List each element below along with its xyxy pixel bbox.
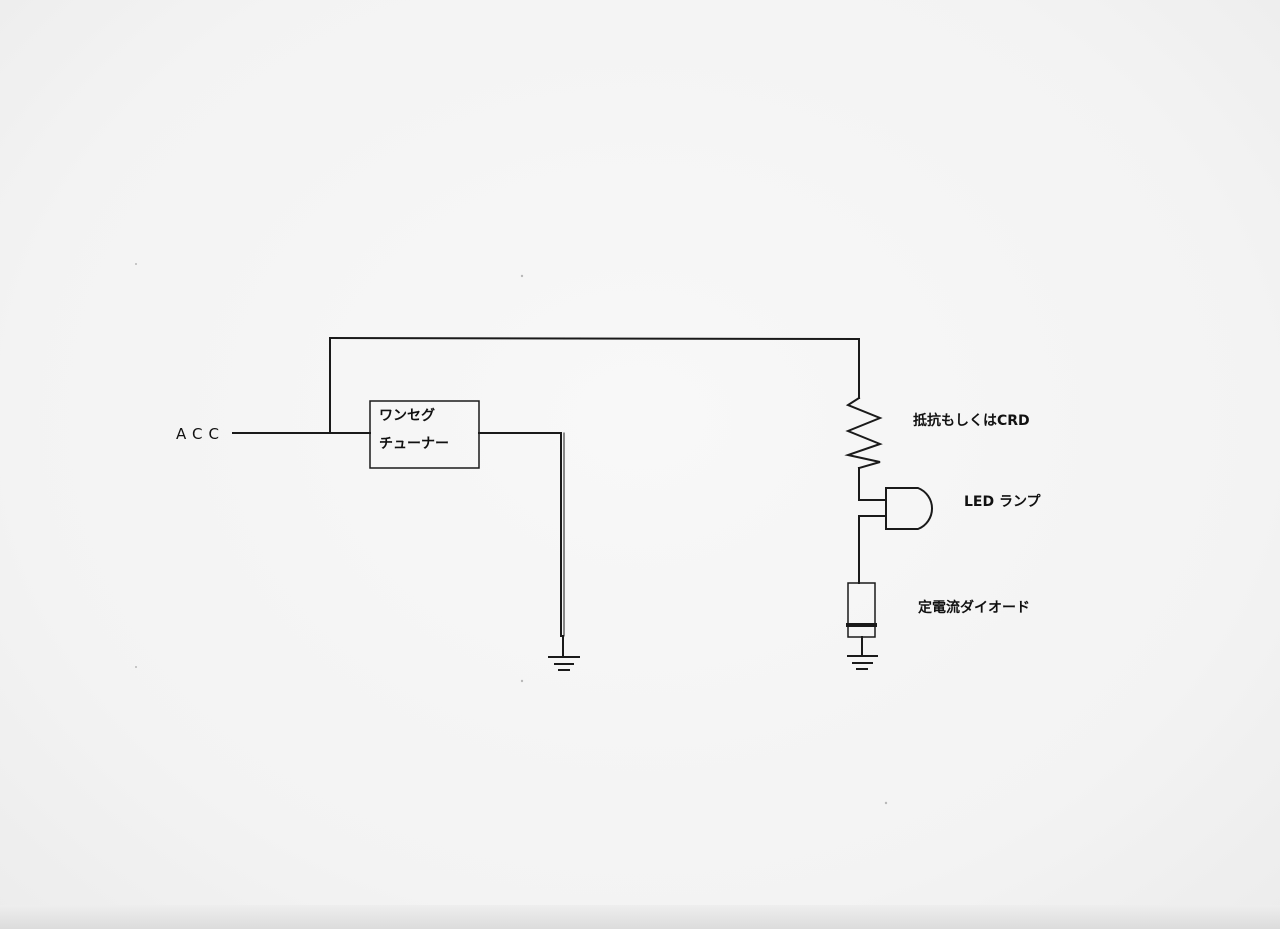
crd-label: 定電流ダイオード <box>918 600 1030 616</box>
scan-speck <box>135 666 137 668</box>
acc-label: ACC <box>176 425 225 443</box>
scan-speck <box>520 274 524 278</box>
led-label: LED ランプ <box>964 494 1041 510</box>
crd-body <box>847 582 876 638</box>
scan-speck <box>135 263 137 265</box>
top-wire <box>328 336 861 341</box>
tuner-box <box>369 400 480 469</box>
tuner-ground-wire <box>478 432 562 637</box>
scan-speck <box>884 801 888 805</box>
scan-speck <box>520 679 524 683</box>
tuner-label-line2: チューナー <box>379 436 449 452</box>
scan-edge <box>0 905 1280 929</box>
tuner-label-line1: ワンセグ <box>379 408 435 424</box>
led-lamp-symbol <box>885 487 934 530</box>
resistor-zigzag <box>844 396 883 470</box>
resistor-label: 抵抗もしくはCRD <box>913 413 1030 429</box>
